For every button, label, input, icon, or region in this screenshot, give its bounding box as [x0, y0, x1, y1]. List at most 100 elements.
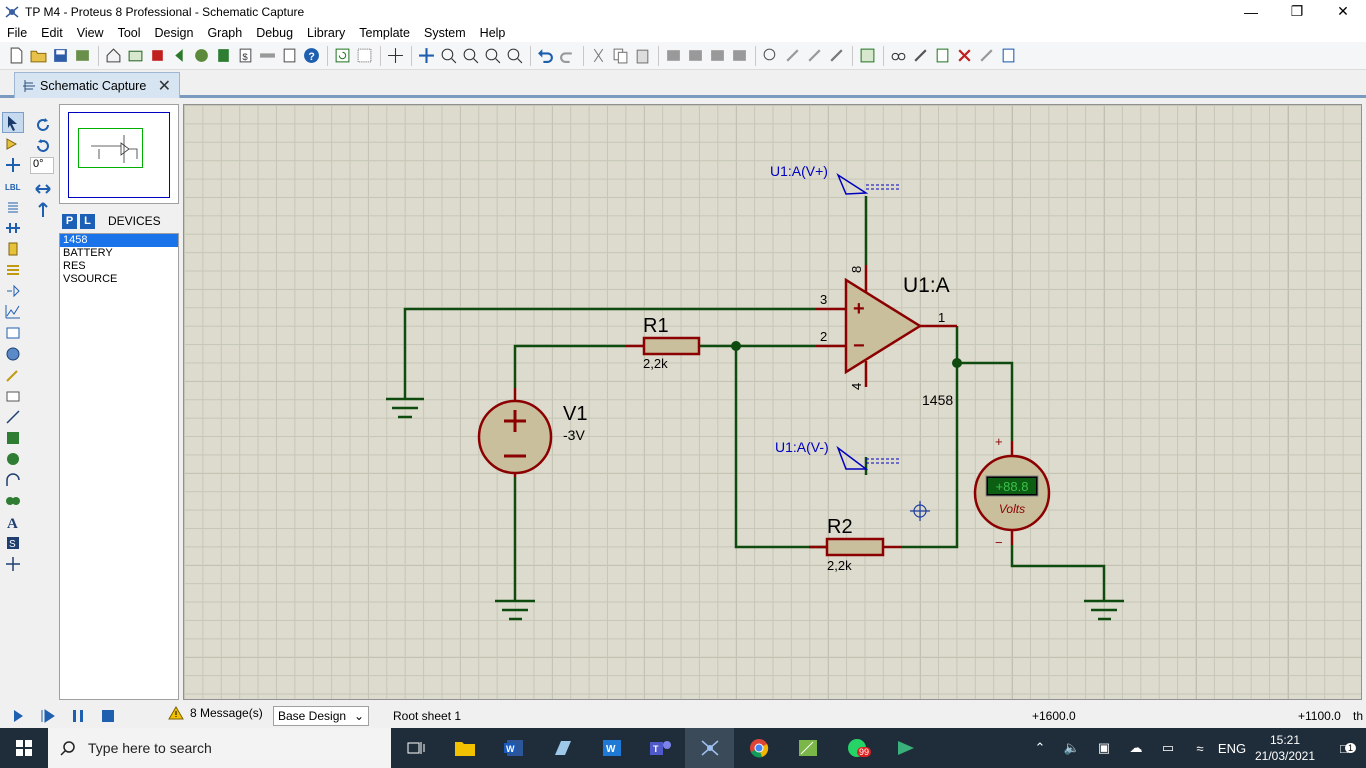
symbol-tool-icon[interactable]: S	[2, 532, 24, 553]
circle-tool-icon[interactable]	[2, 448, 24, 469]
new-sheet-icon[interactable]	[932, 45, 953, 66]
editor-app-icon[interactable]	[881, 728, 930, 768]
origin-icon[interactable]	[385, 45, 406, 66]
block-rotate-icon[interactable]	[707, 45, 728, 66]
design-explorer-icon[interactable]	[257, 45, 278, 66]
device-item[interactable]: BATTERY	[63, 247, 113, 259]
pan-icon[interactable]	[416, 45, 437, 66]
device-pins-icon[interactable]	[2, 280, 24, 301]
device-item[interactable]: 1458	[60, 234, 178, 247]
line-tool-icon[interactable]	[2, 406, 24, 427]
pause-button[interactable]	[66, 705, 90, 727]
subcircuit-icon[interactable]	[2, 238, 24, 259]
generator-mode-icon[interactable]	[2, 343, 24, 364]
schematic-canvas[interactable]: + − 3 2 1 8 4 U1:A 1458 U1:A(V+) U1:A(V-…	[183, 104, 1362, 700]
proteus-taskbar-icon[interactable]	[685, 728, 734, 768]
text-tool-icon[interactable]: A	[2, 511, 24, 532]
dc-voltmeter[interactable]: +88.8 Volts + −	[973, 434, 1051, 550]
arc-tool-icon[interactable]	[2, 469, 24, 490]
decompose-icon[interactable]	[826, 45, 847, 66]
voltage-probe-icon[interactable]	[2, 364, 24, 385]
save-icon[interactable]	[50, 45, 71, 66]
chevron-up-icon[interactable]: ⌃	[1034, 740, 1046, 755]
design-variant-select[interactable]: Base Design ⌄	[273, 706, 369, 726]
tape-recorder-icon[interactable]	[2, 322, 24, 343]
help-icon[interactable]: ?	[301, 45, 322, 66]
virtual-instruments-icon[interactable]	[2, 385, 24, 406]
pick-devices-button[interactable]: P	[62, 213, 77, 229]
redo-icon[interactable]	[557, 45, 578, 66]
library-manager-button[interactable]: L	[80, 213, 95, 229]
schematic-icon[interactable]	[125, 45, 146, 66]
cut-icon[interactable]	[588, 45, 609, 66]
stop-button[interactable]	[96, 705, 120, 727]
block-copy-icon[interactable]	[663, 45, 684, 66]
battery-icon[interactable]: ▭	[1161, 740, 1175, 755]
menu-debug[interactable]: Debug	[256, 25, 294, 40]
buses-icon[interactable]	[2, 217, 24, 238]
undo-icon[interactable]	[535, 45, 556, 66]
path-tool-icon[interactable]	[2, 490, 24, 511]
pick-device-icon[interactable]	[760, 45, 781, 66]
import-icon[interactable]	[72, 45, 93, 66]
exit-parent-icon[interactable]	[976, 45, 997, 66]
new-file-icon[interactable]	[6, 45, 27, 66]
onedrive-icon[interactable]: ☁	[1129, 740, 1143, 755]
block-delete-icon[interactable]	[729, 45, 750, 66]
gerber-icon[interactable]	[191, 45, 212, 66]
rotate-clockwise-icon[interactable]	[32, 114, 54, 135]
selection-mode-icon[interactable]	[2, 112, 24, 133]
notes-icon[interactable]	[279, 45, 300, 66]
zoom-all-icon[interactable]	[482, 45, 503, 66]
bom-icon[interactable]	[213, 45, 234, 66]
close-button[interactable]: ✕	[1337, 3, 1349, 19]
taskbar-search[interactable]: Type here to search	[48, 728, 391, 768]
mirror-y-icon[interactable]	[32, 199, 54, 220]
messages-indicator[interactable]: 8 Message(s)	[168, 706, 263, 720]
whatsapp-icon[interactable]: 99	[832, 728, 881, 768]
search-tag-icon[interactable]	[888, 45, 909, 66]
zoom-out-icon[interactable]	[460, 45, 481, 66]
menu-template[interactable]: Template	[359, 25, 410, 40]
app-icon[interactable]	[538, 728, 587, 768]
menu-system[interactable]: System	[423, 25, 466, 40]
zoom-in-icon[interactable]	[438, 45, 459, 66]
vsource-v1[interactable]: V1 -3V	[477, 388, 587, 477]
wifi-icon[interactable]: ≈	[1196, 740, 1204, 756]
rotate-anticlockwise-icon[interactable]	[32, 135, 54, 156]
make-device-icon[interactable]	[782, 45, 803, 66]
menu-library[interactable]: Library	[307, 25, 346, 40]
clock[interactable]: 15:21 21/03/2021	[1248, 732, 1322, 764]
file-explorer-icon[interactable]	[440, 728, 489, 768]
menu-view[interactable]: View	[76, 25, 104, 40]
box-tool-icon[interactable]	[2, 427, 24, 448]
pcb-icon[interactable]	[147, 45, 168, 66]
menu-file[interactable]: File	[7, 25, 28, 40]
property-tool-icon[interactable]	[910, 45, 931, 66]
mirror-x-icon[interactable]	[32, 178, 54, 199]
packaging-icon[interactable]	[804, 45, 825, 66]
start-button[interactable]	[0, 728, 48, 768]
menu-tool[interactable]: Tool	[117, 25, 141, 40]
chrome-icon[interactable]	[734, 728, 783, 768]
graph-mode-icon[interactable]	[2, 301, 24, 322]
meet-now-icon[interactable]: ▣	[1097, 740, 1111, 755]
grid-icon[interactable]	[354, 45, 375, 66]
device-item[interactable]: VSOURCE	[63, 273, 118, 285]
device-item[interactable]: RES	[63, 260, 86, 272]
menu-graph[interactable]: Graph	[207, 25, 243, 40]
language-indicator[interactable]: ENG	[1217, 740, 1247, 756]
paint-app-icon[interactable]: W	[587, 728, 636, 768]
volume-icon[interactable]: 🔈	[1063, 740, 1081, 755]
tab-schematic-capture[interactable]: Schematic Capture ✕	[14, 72, 180, 98]
step-button[interactable]	[36, 705, 60, 727]
terminals-icon[interactable]	[2, 259, 24, 280]
opamp-u1a[interactable]: + − 3 2 1 8 4 U1:A 1458	[816, 265, 957, 408]
rail-vplus[interactable]: U1:A(V+)	[770, 163, 899, 195]
action-center-icon[interactable]: □1	[1322, 741, 1366, 756]
text-script-icon[interactable]	[2, 196, 24, 217]
overview-window[interactable]	[59, 104, 179, 204]
cost-icon[interactable]: $	[235, 45, 256, 66]
paste-icon[interactable]	[632, 45, 653, 66]
zoom-area-icon[interactable]	[504, 45, 525, 66]
